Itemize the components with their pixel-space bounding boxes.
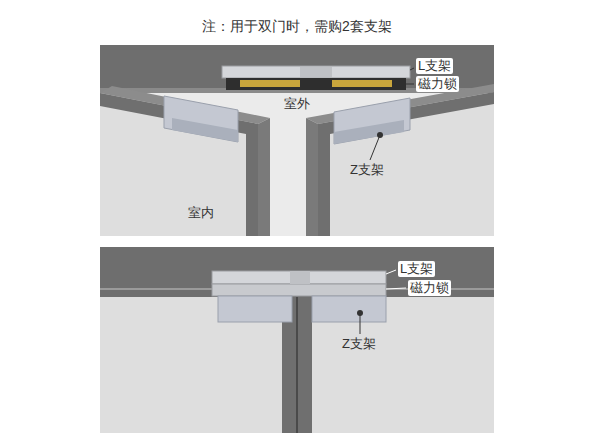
z-bracket xyxy=(218,296,292,322)
magnetic-lock xyxy=(212,284,386,296)
leader-line xyxy=(410,68,414,70)
leader-line xyxy=(386,270,396,274)
right-door-edge xyxy=(306,118,318,236)
z-bracket-step xyxy=(334,120,404,144)
l-bracket xyxy=(212,271,386,284)
z-bracket xyxy=(164,96,238,142)
left-door-frame xyxy=(100,93,258,236)
part-label: L支架 xyxy=(398,261,435,277)
lock-plate xyxy=(332,80,392,87)
magnetic-lock xyxy=(226,78,406,90)
leader-line xyxy=(360,313,361,334)
header-beam xyxy=(100,247,494,297)
part-label: 磁力锁 xyxy=(408,280,451,296)
part-label: 室外 xyxy=(284,96,310,112)
part-label: 磁力锁 xyxy=(416,76,459,92)
left-door xyxy=(100,93,258,236)
left-door-edge xyxy=(258,118,270,236)
z-bracket-step xyxy=(172,118,238,142)
header-beam xyxy=(100,45,494,93)
z-bracket xyxy=(312,296,386,322)
part-label: Z支架 xyxy=(350,162,384,178)
part-label: Z支架 xyxy=(342,336,376,352)
right-door-frame xyxy=(318,92,494,236)
leader-line xyxy=(406,84,414,85)
z-bracket xyxy=(334,98,410,144)
lock-center xyxy=(290,271,310,284)
panel-ground xyxy=(100,247,494,433)
part-label: L支架 xyxy=(416,58,453,74)
right-door xyxy=(318,92,494,236)
l-bracket xyxy=(222,66,410,78)
title: 注：用于双门时，需购2套支架 xyxy=(202,18,392,34)
panel-ground xyxy=(100,45,494,236)
lock-plate xyxy=(240,80,300,87)
leader-line xyxy=(370,135,380,160)
door-gap xyxy=(296,297,298,433)
lock-center xyxy=(300,67,332,77)
leader-line xyxy=(386,288,406,289)
part-label: 室内 xyxy=(188,205,214,221)
